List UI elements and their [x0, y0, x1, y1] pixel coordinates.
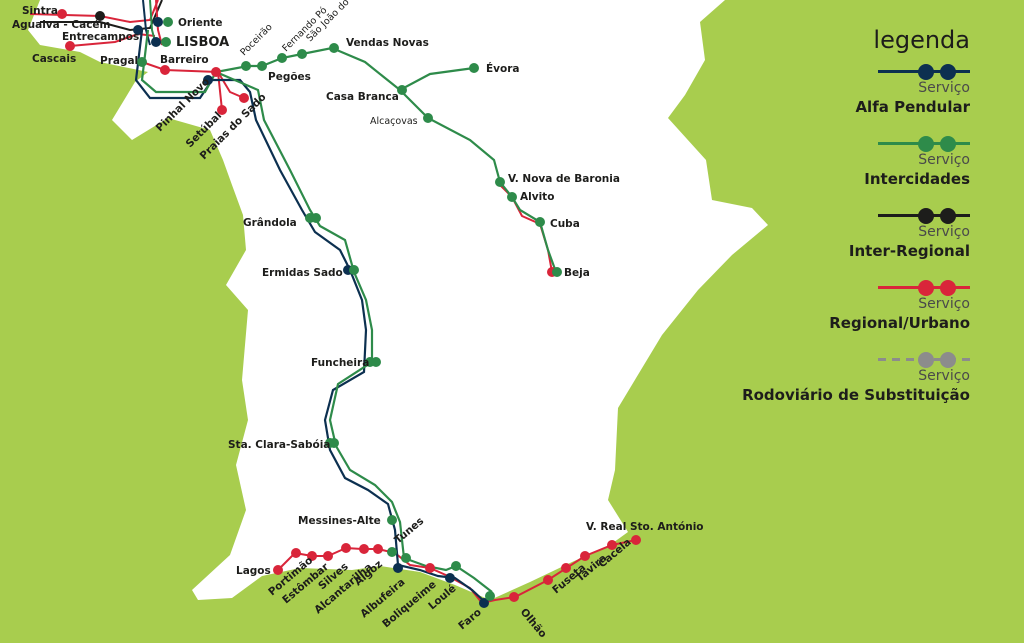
legend-item-prefix: Serviço [918, 296, 970, 312]
label-cascais: Cascais [32, 53, 76, 65]
label-oriente: Oriente [178, 17, 222, 29]
legend-dot-swatch [940, 208, 956, 224]
legend-dot-swatch [940, 64, 956, 80]
line-alfa-pendular [134, 29, 486, 603]
legend-item-name: Alfa Pendular [855, 98, 970, 116]
legend-item-prefix: Serviço [918, 368, 970, 384]
label-sintra: Sintra [22, 5, 58, 17]
label-vendas-novas: Vendas Novas [346, 37, 429, 49]
station-dots [57, 9, 641, 608]
legend-item-prefix: Serviço [918, 152, 970, 168]
legend-dot-swatch [940, 280, 956, 296]
legend-dot-swatch [918, 280, 934, 296]
legend-dot-swatch [918, 352, 934, 368]
label-vrsa: V. Real Sto. António [586, 521, 704, 533]
label-beja: Beja [564, 267, 590, 279]
label-grandola: Grândola [243, 217, 297, 229]
label-casa-branca: Casa Branca [326, 91, 399, 103]
legend-dot-swatch [940, 352, 956, 368]
label-alvito: Alvito [520, 191, 554, 203]
legend-item-prefix: Serviço [918, 224, 970, 240]
legend-dot-swatch [940, 136, 956, 152]
label-sta-clara: Sta. Clara-Sabóia [228, 439, 330, 451]
label-lisboa: LISBOA [176, 35, 229, 50]
label-evora: Évora [486, 62, 520, 75]
label-messines: Messines-Alte [298, 515, 381, 527]
legend-title: legenda [873, 26, 970, 54]
lisbon-lines [29, 0, 163, 47]
label-entrecampos: Entrecampos [62, 31, 139, 43]
legend-dot-swatch [918, 64, 934, 80]
legend-item-name: Intercidades [864, 170, 970, 188]
portugal-region [28, 0, 768, 600]
label-pegoes: Pegões [268, 71, 311, 83]
label-alcacovas: Alcaçovas [370, 116, 418, 127]
legend-item-name: Rodoviário de Substituição [742, 386, 970, 404]
label-ermidas: Ermidas Sado [262, 267, 343, 279]
label-barreiro: Barreiro [160, 54, 209, 66]
label-pragal: Pragal [100, 55, 138, 67]
legend-item-name: Regional/Urbano [829, 314, 970, 332]
label-funcheira: Funcheira [311, 357, 369, 369]
label-cuba: Cuba [550, 218, 580, 230]
label-lagos: Lagos [236, 565, 271, 577]
legend-item-name: Inter-Regional [848, 242, 970, 260]
label-agualva: Agualva - Cacém [12, 19, 111, 31]
legend-dot-swatch [918, 208, 934, 224]
legend-dot-swatch [918, 136, 934, 152]
label-v-nova-baronia: V. Nova de Baronia [508, 173, 620, 185]
legend-item-prefix: Serviço [918, 80, 970, 96]
